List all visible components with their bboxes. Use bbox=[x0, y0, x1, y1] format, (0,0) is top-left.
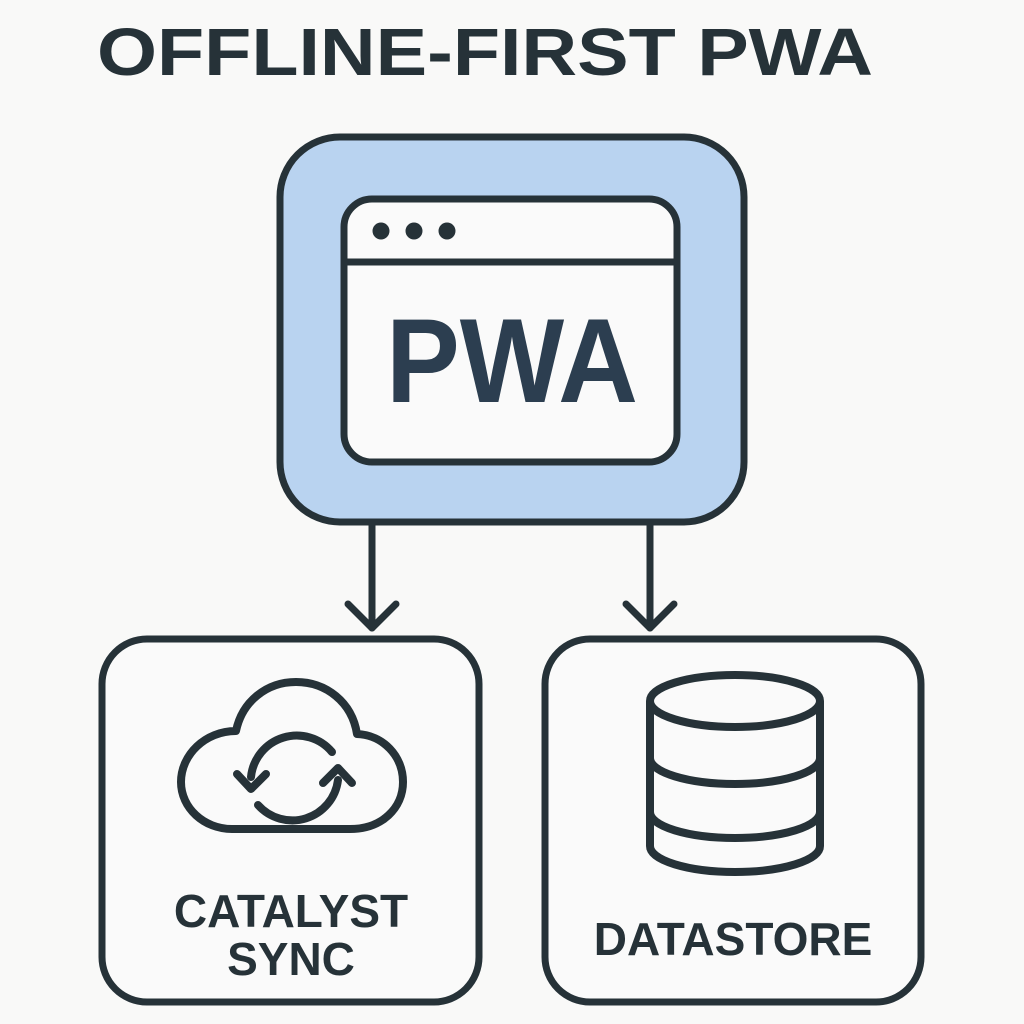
database-icon bbox=[646, 671, 824, 876]
pwa-node: PWA bbox=[276, 133, 748, 526]
cloud-sync-icon bbox=[177, 678, 407, 833]
arrow-to-datastore bbox=[622, 519, 678, 632]
datastore-node: DATASTORE bbox=[541, 635, 925, 1006]
pwa-label: PWA bbox=[386, 294, 638, 428]
sync-label-line1: CATALYST bbox=[174, 885, 408, 937]
arrow-to-sync bbox=[344, 519, 400, 632]
diagram-title: OFFLINE-FIRST PWA bbox=[97, 15, 873, 90]
browser-window-icon bbox=[340, 195, 681, 466]
datastore-label: DATASTORE bbox=[594, 913, 873, 965]
sync-label-line2: SYNC bbox=[227, 933, 355, 985]
catalyst-sync-node: CATALYST SYNC bbox=[98, 635, 483, 1006]
